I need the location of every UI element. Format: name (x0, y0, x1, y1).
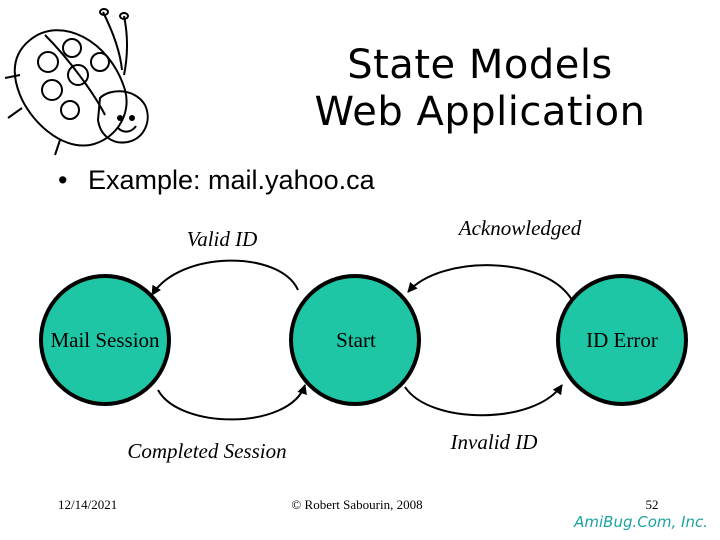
transition-invalid-id (404, 384, 563, 417)
footer-copyright: © Robert Sabourin, 2008 (291, 497, 422, 512)
transition-acknowledged (407, 264, 573, 301)
label-completed-session: Completed Session (127, 439, 286, 463)
node-start (289, 274, 421, 406)
title-line-2: Web Application (314, 89, 646, 135)
node-label-id-error: ID Error (586, 328, 658, 352)
bullet-icon: • (58, 165, 68, 195)
bullet-text: Example: mail.yahoo.ca (88, 165, 375, 195)
slide-title: State Models Web Application (250, 42, 710, 136)
footer-date: 12/14/2021 (58, 497, 117, 512)
ladybug-logo (4, 8, 149, 156)
node-label-mail-session: Mail Session (50, 328, 160, 352)
brand-text: AmiBug.Com, Inc. (574, 513, 708, 531)
transition-completed-session (157, 384, 307, 421)
example-bullet: • Example: mail.yahoo.ca (58, 165, 375, 196)
node-mail-session (39, 274, 171, 406)
node-id-error (556, 274, 688, 406)
label-valid-id: Valid ID (187, 227, 258, 251)
node-label-start: Start (336, 328, 376, 352)
transition-valid-id (151, 259, 299, 296)
label-acknowledged: Acknowledged (457, 216, 582, 240)
label-invalid-id: Invalid ID (450, 430, 538, 454)
title-line-1: State Models (347, 42, 613, 88)
footer-page-number: 52 (646, 497, 659, 512)
